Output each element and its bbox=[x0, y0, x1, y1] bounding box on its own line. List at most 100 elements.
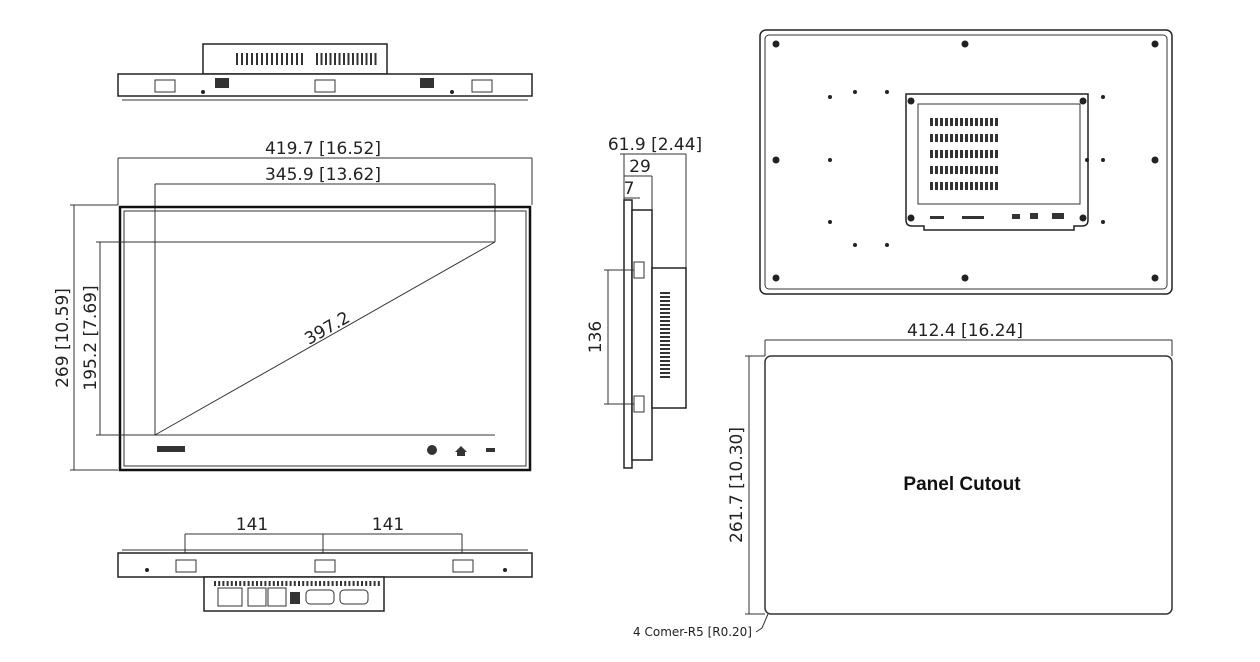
vent-slot bbox=[940, 166, 943, 174]
vent-slot bbox=[266, 53, 268, 65]
vent-slot bbox=[970, 182, 973, 190]
vent-slot bbox=[965, 150, 968, 158]
screw-hole bbox=[907, 214, 915, 222]
com-port-1 bbox=[305, 589, 335, 605]
vent-slot bbox=[985, 118, 988, 126]
vent-slot bbox=[325, 53, 327, 65]
vent-slot bbox=[314, 581, 317, 586]
vent-slot bbox=[365, 581, 368, 586]
vent-slot bbox=[356, 581, 359, 586]
logo-mark bbox=[157, 446, 185, 452]
screw-hole bbox=[1151, 274, 1159, 282]
vent-slot bbox=[985, 166, 988, 174]
vent-slot bbox=[331, 581, 334, 586]
power-icon bbox=[427, 445, 437, 455]
vent-slot bbox=[995, 182, 998, 190]
vent-slot bbox=[660, 308, 670, 310]
vent-slot bbox=[247, 581, 250, 586]
depth-body-label: 29 bbox=[629, 157, 651, 177]
vent-slot bbox=[264, 581, 267, 586]
vent-slot bbox=[214, 581, 216, 586]
vent-slot bbox=[945, 182, 948, 190]
vent-slot bbox=[660, 324, 670, 326]
vent-slot bbox=[243, 581, 246, 586]
vent-slot bbox=[660, 356, 670, 358]
vent-slot bbox=[235, 581, 237, 586]
vent-slot bbox=[975, 150, 978, 158]
vent-slot bbox=[365, 53, 368, 65]
screw-hole bbox=[1101, 220, 1105, 224]
vent-slot bbox=[945, 118, 948, 126]
screw-hole bbox=[853, 243, 857, 247]
vent-slot bbox=[291, 53, 293, 65]
vent-slot bbox=[955, 118, 958, 126]
vent-slot bbox=[660, 364, 670, 366]
vent-slot bbox=[930, 166, 933, 174]
vent-slot bbox=[660, 348, 670, 350]
vent-slot bbox=[660, 368, 670, 370]
vent-slot bbox=[369, 581, 372, 586]
vent-slot bbox=[289, 581, 292, 586]
screw-hole bbox=[1085, 158, 1089, 162]
vent-slot bbox=[347, 53, 350, 65]
vent-slot bbox=[660, 296, 670, 298]
screw-hole bbox=[853, 90, 857, 94]
vent-slot bbox=[975, 182, 978, 190]
vent-slot bbox=[660, 376, 670, 378]
vent-slot bbox=[965, 134, 968, 142]
panel-cutout-title: Panel Cutout bbox=[903, 474, 1021, 495]
menu-icon bbox=[486, 448, 495, 452]
vent-slot bbox=[261, 53, 263, 65]
cutout-height-label: 261.7 [10.30] bbox=[727, 427, 747, 543]
vent-slot bbox=[990, 182, 993, 190]
vent-slot bbox=[660, 316, 670, 318]
vent-slot bbox=[930, 150, 933, 158]
vent-slot bbox=[660, 340, 670, 342]
vent-slot bbox=[246, 53, 248, 65]
vent-slot bbox=[980, 182, 983, 190]
vent-slot bbox=[271, 53, 273, 65]
vent-slot bbox=[340, 581, 342, 586]
vent-slot bbox=[945, 166, 948, 174]
screw-hole bbox=[961, 274, 969, 282]
vent-slot bbox=[660, 332, 670, 334]
vent-slot bbox=[960, 150, 963, 158]
vent-slot bbox=[960, 134, 963, 142]
vent-slot bbox=[660, 360, 670, 362]
vent-slot bbox=[950, 134, 953, 142]
vent-slot bbox=[970, 134, 973, 142]
vent-slot bbox=[980, 166, 983, 174]
mount-spacing-label: 136 bbox=[586, 321, 606, 353]
vent-slot bbox=[286, 53, 288, 65]
vent-slot bbox=[338, 53, 341, 65]
vent-slot bbox=[970, 118, 973, 126]
vent-slot bbox=[955, 182, 958, 190]
vent-slot bbox=[990, 134, 993, 142]
vent-slot bbox=[361, 53, 363, 65]
vent-slot bbox=[218, 581, 221, 586]
screw-hole bbox=[1101, 158, 1105, 162]
vent-slot bbox=[955, 150, 958, 158]
screw-hole bbox=[907, 97, 915, 105]
vent-slot bbox=[970, 166, 973, 174]
screw-hole bbox=[772, 156, 780, 164]
vent-slot bbox=[293, 581, 296, 586]
spacing-right-label: 141 bbox=[372, 515, 404, 535]
screw-hole bbox=[1079, 214, 1087, 222]
vent-slot bbox=[935, 166, 938, 174]
vent-slot bbox=[960, 118, 963, 126]
vent-slot bbox=[329, 53, 332, 65]
vent-slot bbox=[302, 581, 305, 586]
vent-slot bbox=[301, 53, 303, 65]
top-view bbox=[117, 43, 533, 101]
lan-port-1 bbox=[247, 587, 267, 607]
vent-slot bbox=[226, 581, 229, 586]
vent-slot bbox=[281, 53, 283, 65]
vent-slot bbox=[985, 182, 988, 190]
vent-slot bbox=[950, 150, 953, 158]
vent-slot bbox=[950, 166, 953, 174]
vent-slot bbox=[285, 581, 288, 586]
vent-slot bbox=[955, 134, 958, 142]
vent-slot bbox=[995, 134, 998, 142]
